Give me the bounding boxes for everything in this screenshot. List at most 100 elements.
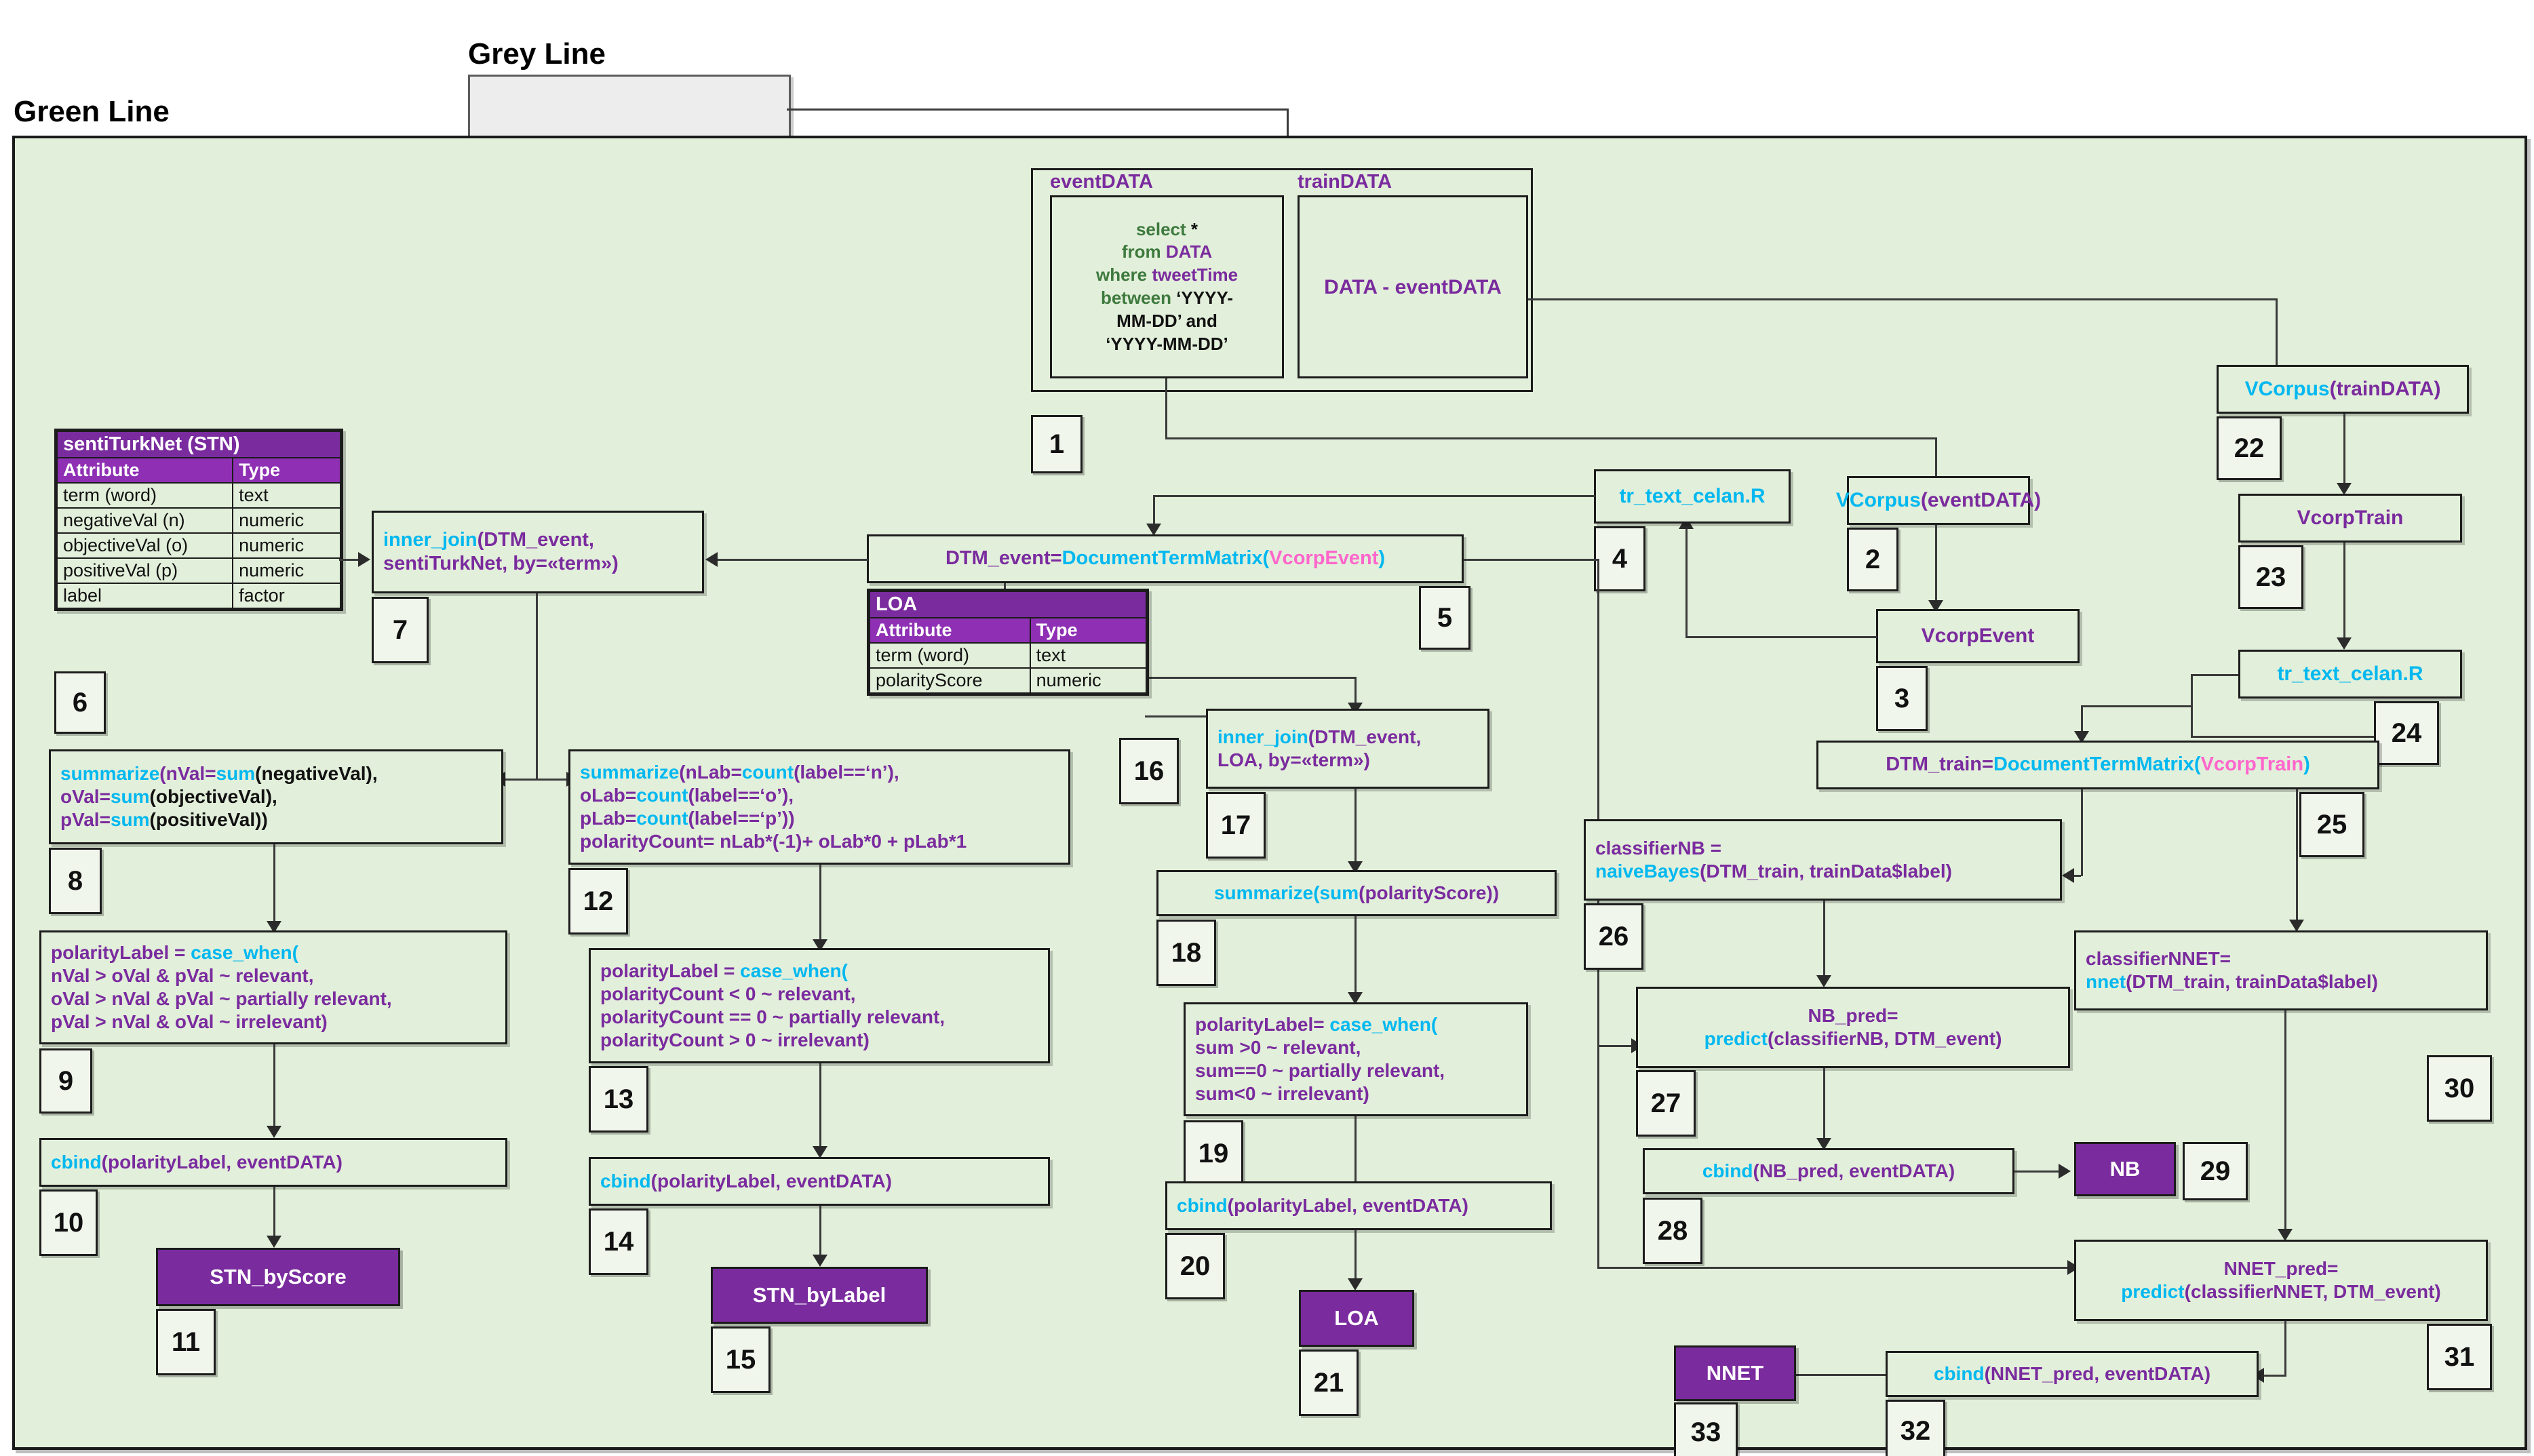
node-inner-join-loa[interactable]: inner_join(DTM_event, LOA, by=«term») <box>1206 709 1489 789</box>
connector-13-14 <box>819 1063 821 1152</box>
n10-arg: (polarityLabel, eventDATA) <box>101 1151 343 1173</box>
arrowhead-24-in <box>2337 637 2352 650</box>
n19-fn: case_when( <box>1329 1013 1438 1035</box>
connector-19-20 <box>1354 1116 1357 1198</box>
tag-11: 11 <box>156 1309 216 1375</box>
node-nnet-pred[interactable]: NNET_pred= predict(classifierNNET, DTM_e… <box>2074 1240 2488 1321</box>
n12-fn4: count <box>636 808 688 829</box>
node-stn-byscore[interactable]: STN_byScore <box>156 1248 400 1306</box>
tag-17: 17 <box>1206 792 1266 859</box>
n20-fn: cbind <box>1177 1194 1228 1216</box>
tag-22: 22 <box>2217 416 2282 480</box>
tag-25: 25 <box>2299 792 2364 857</box>
node-cbind-label[interactable]: cbind(polarityLabel, eventDATA) <box>589 1157 1050 1206</box>
stn-header-type: Type <box>232 457 341 484</box>
n19-l2: sum >0 ~ relevant, <box>1195 1036 1361 1058</box>
nb-result-label: NB <box>2109 1157 2141 1181</box>
n26-fn: naiveBayes <box>1595 861 1700 882</box>
arrowhead-28-in <box>1816 1138 1831 1150</box>
traindata-expression: DATA - eventDATA <box>1324 275 1502 298</box>
node-nb-pred[interactable]: NB_pred= predict(classifierNB, DTM_event… <box>1636 987 2070 1068</box>
arrowhead-10-in <box>267 1126 281 1138</box>
join17-arg1: (DTM_event, <box>1308 726 1422 747</box>
node-cbind-loa[interactable]: cbind(polarityLabel, eventDATA) <box>1165 1181 1552 1230</box>
n8-fn2: sum <box>216 762 256 784</box>
vcorpus-train-arg: (trainDATA) <box>2329 377 2441 400</box>
node-summarize-labels[interactable]: summarize(nLab=count(label==‘n’), oLab=c… <box>568 749 1070 865</box>
node-polaritylabel-sum[interactable]: polarityLabel= case_when( sum >0 ~ relev… <box>1184 1002 1528 1116</box>
n12-l4: polarityCount= nLab*(-1)+ oLab*0 + pLab*… <box>580 831 967 852</box>
n31-fn: predict <box>2121 1281 2185 1302</box>
node-polaritylabel-count[interactable]: polarityLabel = case_when( polarityCount… <box>589 948 1050 1063</box>
connector-dtm-right <box>1464 559 1599 561</box>
node-nb-result[interactable]: NB <box>2074 1142 2176 1196</box>
n9-lhs: polarityLabel = <box>51 941 191 963</box>
nnet-result-label: NNET <box>1706 1361 1764 1385</box>
node-dtm-event[interactable]: DTM_event=DocumentTermMatrix(VcorpEvent) <box>867 534 1464 583</box>
node-tr-text-celan-event[interactable]: tr_text_celan.R <box>1594 469 1791 524</box>
node-inner-join-stn[interactable]: inner_join(DTM_event, sentiTurkNet, by=«… <box>372 511 704 593</box>
node-vcorpus-event[interactable]: VCorpus(eventDATA) <box>1836 476 2041 525</box>
node-loa-result[interactable]: LOA <box>1299 1290 1414 1347</box>
n8-a1: (nVal= <box>159 762 216 784</box>
node-polaritylabel-score[interactable]: polarityLabel = case_when( nVal > oVal &… <box>39 930 507 1044</box>
join17-fn: inner_join <box>1217 726 1308 747</box>
tr-text-celan-event-label: tr_text_celan.R <box>1619 484 1766 507</box>
sql-where-rest: tweetTime <box>1147 264 1239 286</box>
n12-fn3: count <box>636 784 688 806</box>
tag-32: 32 <box>1886 1400 1945 1456</box>
node-cbind-nb[interactable]: cbind(NB_pred, eventDATA) <box>1643 1148 2014 1194</box>
node-vcorpus-train[interactable]: VCorpus(trainDATA) <box>2217 365 2469 414</box>
n12-a1: (nLab= <box>679 761 742 783</box>
sql-between-rest: ‘YYYY- <box>1171 288 1234 308</box>
sql-line5: MM-DD’ and <box>1116 310 1217 331</box>
node-nnet-result[interactable]: NNET <box>1674 1345 1796 1401</box>
connector-26-27 <box>1823 901 1825 981</box>
n13-fn: case_when( <box>740 960 848 981</box>
eventdata-query-text: select * from DATA where tweetTime betwe… <box>1096 218 1238 356</box>
n12-b2: (label==‘o’), <box>688 784 794 806</box>
connector-20-21 <box>1354 1230 1357 1283</box>
connector-14-15 <box>819 1206 821 1259</box>
tag-31: 31 <box>2427 1324 2492 1390</box>
connector-train-down <box>2276 298 2278 370</box>
node-vcorptrain[interactable]: VcorpTrain <box>2238 494 2462 543</box>
node-cbind-nnet[interactable]: cbind(NNET_pred, eventDATA) <box>1886 1351 2259 1397</box>
connector-event-down <box>1165 378 1167 439</box>
vcorptrain-label: VcorpTrain <box>2297 506 2404 529</box>
sql-line6: ‘YYYY-MM-DD’ <box>1106 333 1228 354</box>
node-dtm-train[interactable]: DTM_train=DocumentTermMatrix(VcorpTrain) <box>1816 741 2379 789</box>
arrowhead-9-in <box>267 921 281 933</box>
connector-dtmtrain-down <box>2081 789 2083 876</box>
node-stn-bylabel[interactable]: STN_byLabel <box>711 1267 928 1324</box>
node-classifier-nnet[interactable]: classifierNNET= nnet(DTM_train, trainDat… <box>2074 930 2488 1010</box>
node-classifier-nb[interactable]: classifierNB = naiveBayes(DTM_train, tra… <box>1584 819 2062 901</box>
node-vcorpevent[interactable]: VcorpEvent <box>1876 609 2080 663</box>
n31-l1: NNET_pred= <box>2223 1257 2339 1279</box>
join17-arg2: LOA, by=«term») <box>1217 749 1370 770</box>
tag-12: 12 <box>568 868 628 934</box>
n27-l1: NB_pred= <box>1808 1004 1898 1026</box>
connector-2-3 <box>1935 525 1937 605</box>
stn-header-attribute: Attribute <box>56 457 234 484</box>
node-summarize-vals[interactable]: summarize(nVal=sum(negativeVal), oVal=su… <box>49 749 503 844</box>
green-line-label: Green Line <box>14 95 170 128</box>
sql-from-rest: DATA <box>1161 241 1213 262</box>
arrowhead-31-top-in <box>2278 1229 2293 1241</box>
arrowhead-dtm-event <box>1146 524 1161 536</box>
sql-kw-select: select <box>1135 218 1186 239</box>
sql-kw-where: where <box>1095 264 1148 286</box>
n18-fn: summarize <box>1213 882 1314 903</box>
node-summarize-polarityscore[interactable]: summarize(sum(polarityScore)) <box>1156 870 1557 916</box>
dtm-event-fn: DocumentTermMatrix <box>1061 547 1263 570</box>
connector-31-32v <box>2284 1321 2286 1377</box>
tag-26: 26 <box>1584 903 1643 970</box>
connector-dtm-right-down <box>1597 559 1599 1047</box>
connector-event-right <box>1165 437 1937 439</box>
n28-fn: cbind <box>1702 1160 1753 1181</box>
tag-23: 23 <box>2238 545 2303 609</box>
node-tr-text-celan-train[interactable]: tr_text_celan.R <box>2238 650 2462 699</box>
node-cbind-score[interactable]: cbind(polarityLabel, eventDATA) <box>39 1138 507 1187</box>
n19-l4: sum<0 ~ irrelevant) <box>1195 1083 1369 1105</box>
connector-23-24 <box>2343 543 2345 644</box>
